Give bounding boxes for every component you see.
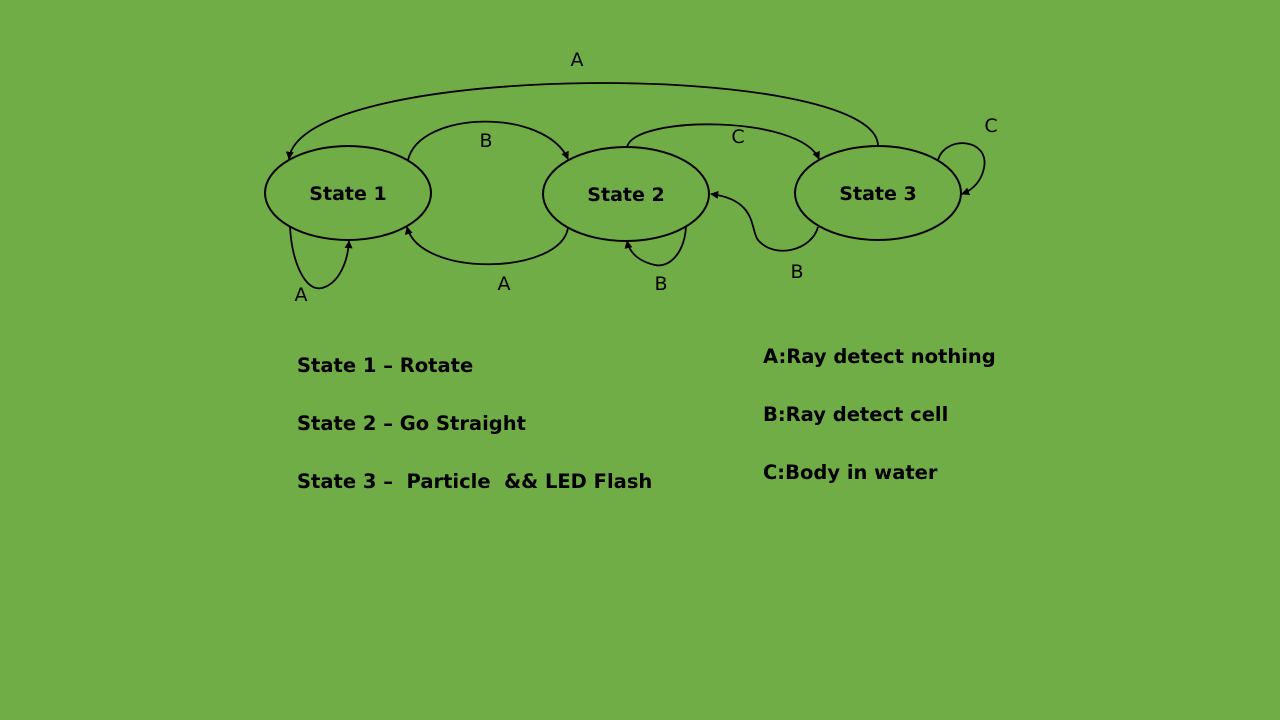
- edge-state3-self-loop: [937, 142, 986, 196]
- condition-legend-item-a: A:Ray detect nothing: [763, 345, 996, 368]
- state-2-label: State 2: [587, 184, 664, 206]
- state-legend-item-1: State 1 – Rotate: [297, 354, 474, 377]
- edge-label-state2-self-loop: B: [654, 273, 667, 295]
- state-node-3: State 3: [794, 145, 962, 241]
- condition-legend-item-b: B:Ray detect cell: [763, 403, 949, 426]
- state-1-label: State 1: [309, 183, 386, 205]
- edge-state3-to-state2: [710, 190, 819, 252]
- edge-label-state1-self-loop: A: [295, 284, 308, 306]
- edge-state3-to-state1: [285, 82, 879, 160]
- edge-state2-to-state3: [626, 123, 820, 160]
- edge-state1-to-state2: [407, 120, 569, 161]
- edge-label-state3-to-state1: A: [571, 49, 584, 71]
- edge-state2-self-loop: [624, 226, 687, 267]
- edge-label-state2-to-state3: C: [731, 126, 744, 148]
- state-legend-item-2: State 2 – Go Straight: [297, 412, 526, 435]
- state-legend-item-3: State 3 – Particle && LED Flash: [297, 470, 653, 493]
- edge-label-state2-to-state1: A: [498, 273, 511, 295]
- edge-state1-self-loop: [289, 226, 353, 290]
- state-node-1: State 1: [264, 145, 432, 241]
- edge-label-state3-self-loop: C: [984, 115, 997, 137]
- edge-label-state1-to-state2: B: [479, 130, 492, 152]
- state-3-label: State 3: [839, 183, 916, 205]
- state-1-ellipse: [264, 145, 432, 241]
- condition-legend-item-c: C:Body in water: [763, 461, 938, 484]
- state-node-2: State 2: [542, 146, 710, 242]
- edge-label-state3-to-state2: B: [790, 261, 803, 283]
- edge-state2-to-state1: [404, 226, 569, 266]
